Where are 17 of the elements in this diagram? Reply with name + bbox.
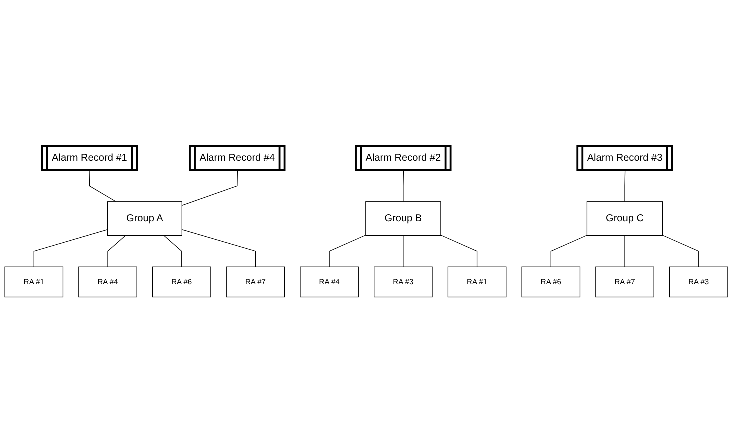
- connector: [89, 170, 117, 203]
- node-box: Group B: [366, 202, 442, 236]
- connector: [329, 235, 366, 268]
- connector: [403, 236, 404, 268]
- node-box: Group A: [107, 202, 182, 236]
- connector: [440, 235, 478, 268]
- connector: [550, 236, 588, 268]
- node-box: Group C: [586, 202, 664, 236]
- connector: [108, 236, 126, 268]
- connector: [34, 230, 108, 268]
- connector: [182, 230, 256, 268]
- connector: [624, 170, 626, 203]
- connector: [182, 170, 238, 206]
- connector: [164, 236, 182, 268]
- connector: [662, 236, 700, 268]
- connector: [403, 170, 404, 203]
- connector: [624, 236, 626, 268]
